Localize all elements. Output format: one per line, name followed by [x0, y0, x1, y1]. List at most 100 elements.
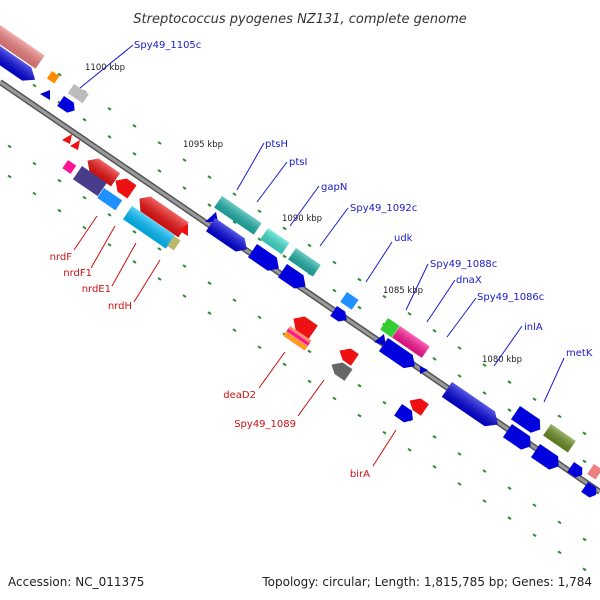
gene-arrow[interactable]	[330, 306, 350, 325]
tick-mark	[207, 311, 212, 315]
tick-mark	[432, 435, 437, 439]
tick-mark	[107, 106, 112, 111]
tick-mark	[107, 242, 112, 247]
gene-label-Spy49_1105c[interactable]: Spy49_1105c	[134, 40, 201, 51]
gene-label-nrdE1[interactable]: nrdE1	[82, 284, 111, 295]
gene-label-deaD2[interactable]: deaD2	[223, 390, 256, 401]
gene-feature-cyan[interactable]	[97, 188, 123, 211]
gene-arrow-small[interactable]	[70, 140, 80, 150]
tick-mark	[357, 305, 362, 310]
gene-label-gapN[interactable]: gapN	[321, 182, 347, 193]
tick-mark	[507, 486, 512, 490]
tick-mark	[207, 203, 212, 207]
gene-arrow-small[interactable]	[40, 90, 50, 100]
gene-label-udk[interactable]: udk	[394, 233, 413, 244]
gene-arrow[interactable]	[510, 406, 545, 436]
gene-arrow[interactable]	[394, 404, 417, 426]
tick-mark	[82, 225, 87, 230]
gene-arrow[interactable]	[378, 338, 419, 373]
tick-mark	[432, 465, 437, 469]
tick-mark	[582, 567, 587, 572]
tick-mark	[382, 430, 387, 435]
gene-label-ptsH[interactable]: ptsH	[265, 139, 288, 150]
gene-feature-orange[interactable]	[46, 71, 60, 84]
gene-label-nrdH[interactable]: nrdH	[108, 301, 132, 312]
gene-label-nrdF[interactable]: nrdF	[50, 252, 73, 263]
tick-mark	[332, 396, 337, 401]
tick-mark	[582, 459, 587, 464]
gene-arrow-rev-deaD2[interactable]	[289, 312, 318, 339]
tick-mark	[507, 408, 512, 412]
tick-mark	[107, 134, 112, 139]
gene-arrow-rev-birA[interactable]	[406, 394, 429, 416]
reverse-strand-features	[62, 134, 429, 426]
gene-arrow-small[interactable]	[62, 134, 72, 144]
tick-mark	[32, 161, 37, 166]
gene-arrow[interactable]	[247, 244, 283, 275]
tick-mark	[457, 346, 462, 350]
gene-feature-khaki[interactable]	[167, 236, 181, 251]
gene-arrow-small[interactable]	[374, 334, 386, 346]
gene-arrow[interactable]	[57, 96, 78, 116]
tick-mark	[32, 191, 37, 196]
gene-feature[interactable]	[587, 464, 600, 480]
tick-mark	[507, 516, 512, 520]
gene-arrow[interactable]	[581, 482, 599, 500]
tick-mark	[57, 208, 62, 213]
gene-feature-green[interactable]	[380, 318, 400, 338]
gene-label-metK[interactable]: metK	[566, 348, 593, 359]
tick-mark	[207, 281, 212, 285]
gene-arrow[interactable]	[277, 264, 310, 293]
tick-mark	[432, 329, 437, 333]
tick-mark	[232, 220, 237, 225]
gene-label-dnaX[interactable]: dnaX	[456, 275, 482, 286]
tick-mark	[82, 195, 87, 200]
tick-mark	[132, 152, 137, 156]
tick-mark	[157, 169, 162, 173]
gene-arrow[interactable]	[502, 424, 535, 453]
gene-label-ptsI[interactable]: ptsI	[289, 157, 307, 168]
tick-mark	[32, 83, 37, 88]
tick-mark	[357, 413, 362, 418]
tick-mark	[207, 175, 212, 179]
tick-mark	[557, 550, 562, 555]
tick-mark	[482, 469, 487, 473]
gene-arrow-small[interactable]	[420, 366, 428, 374]
gene-arrow-rev-grey[interactable]	[328, 358, 353, 381]
tick-mark	[82, 117, 87, 122]
tick-mark	[232, 328, 237, 333]
gene-label-Spy49_1089[interactable]: Spy49_1089	[234, 419, 296, 430]
gene-label-inlA[interactable]: inlA	[524, 322, 543, 333]
gene-feature-magenta[interactable]	[62, 160, 77, 174]
tick-mark	[307, 243, 312, 248]
tick-mark	[182, 294, 187, 298]
tick-mark	[182, 186, 187, 190]
gene-arrow-rev[interactable]	[336, 344, 359, 366]
tick-mark	[482, 391, 487, 395]
gene-arrow[interactable]	[530, 444, 563, 473]
gene-feature-slate[interactable]	[72, 166, 107, 197]
scale-label-1095: 1095 kbp	[183, 140, 223, 150]
gene-label-Spy49_1086c[interactable]: Spy49_1086c	[477, 292, 544, 303]
tick-mark	[382, 294, 387, 299]
tick-mark	[282, 254, 287, 259]
tick-mark	[332, 260, 337, 265]
tick-mark	[257, 237, 262, 242]
tick-mark	[332, 288, 337, 293]
tick-mark	[132, 124, 137, 128]
gene-label-birA[interactable]: birA	[350, 469, 370, 480]
tick-mark	[182, 264, 187, 268]
gene-arrow[interactable]	[567, 462, 585, 480]
gene-feature-udk[interactable]	[340, 292, 359, 310]
gene-label-Spy49_1092c[interactable]: Spy49_1092c	[350, 203, 417, 214]
tick-mark	[257, 315, 262, 320]
gene-arrow-small[interactable]	[178, 224, 188, 236]
gene-label-Spy49_1088c[interactable]: Spy49_1088c	[430, 259, 497, 270]
tick-mark	[582, 537, 587, 542]
gene-arrow-rev[interactable]	[111, 174, 137, 199]
tick-mark	[357, 383, 362, 388]
gene-feature-grey[interactable]	[67, 84, 89, 104]
gene-label-nrdF1[interactable]: nrdF1	[63, 268, 92, 279]
tick-mark	[407, 311, 412, 316]
